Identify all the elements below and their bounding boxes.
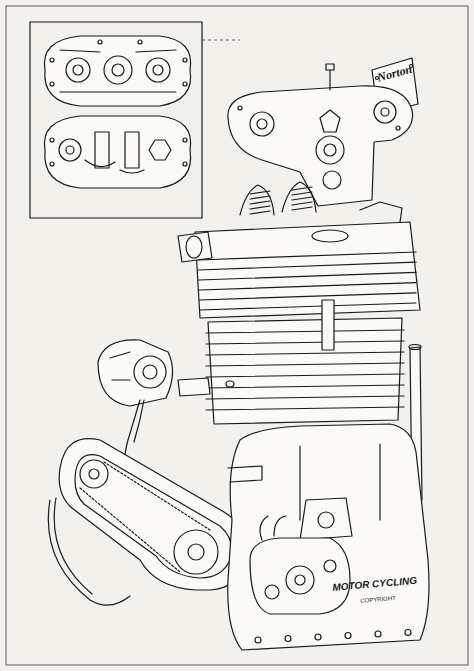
stroke bbox=[206, 407, 404, 410]
stroke bbox=[292, 187, 312, 190]
stroke bbox=[206, 341, 404, 344]
stroke bbox=[198, 252, 416, 260]
stroke bbox=[250, 206, 270, 209]
stroke bbox=[206, 374, 404, 377]
stroke bbox=[206, 330, 404, 333]
page-frame bbox=[6, 6, 468, 665]
stroke bbox=[292, 202, 312, 205]
stroke bbox=[292, 207, 312, 210]
stroke bbox=[200, 303, 416, 310]
stroke bbox=[206, 352, 404, 355]
stroke bbox=[200, 293, 416, 300]
bolt bbox=[255, 637, 261, 643]
bolt bbox=[315, 634, 321, 640]
rocker-box bbox=[228, 64, 413, 206]
stroke bbox=[206, 396, 404, 399]
bolt bbox=[285, 636, 291, 642]
stroke bbox=[206, 385, 404, 388]
stroke bbox=[250, 201, 270, 204]
stroke bbox=[199, 272, 416, 280]
bolt bbox=[345, 633, 351, 639]
stroke bbox=[250, 191, 270, 194]
stroke bbox=[250, 211, 270, 214]
stroke bbox=[250, 196, 270, 199]
cylinder-barrel bbox=[206, 300, 404, 424]
stroke bbox=[198, 262, 416, 270]
stroke bbox=[292, 192, 312, 195]
bolt bbox=[405, 630, 411, 636]
stroke bbox=[292, 197, 312, 200]
chain-case bbox=[48, 439, 252, 606]
bolt bbox=[375, 631, 381, 637]
rocker-cover-inset bbox=[30, 22, 240, 218]
stroke bbox=[206, 363, 404, 366]
crankcase bbox=[228, 424, 429, 650]
stroke bbox=[199, 283, 416, 290]
cylinder-head bbox=[178, 182, 420, 318]
